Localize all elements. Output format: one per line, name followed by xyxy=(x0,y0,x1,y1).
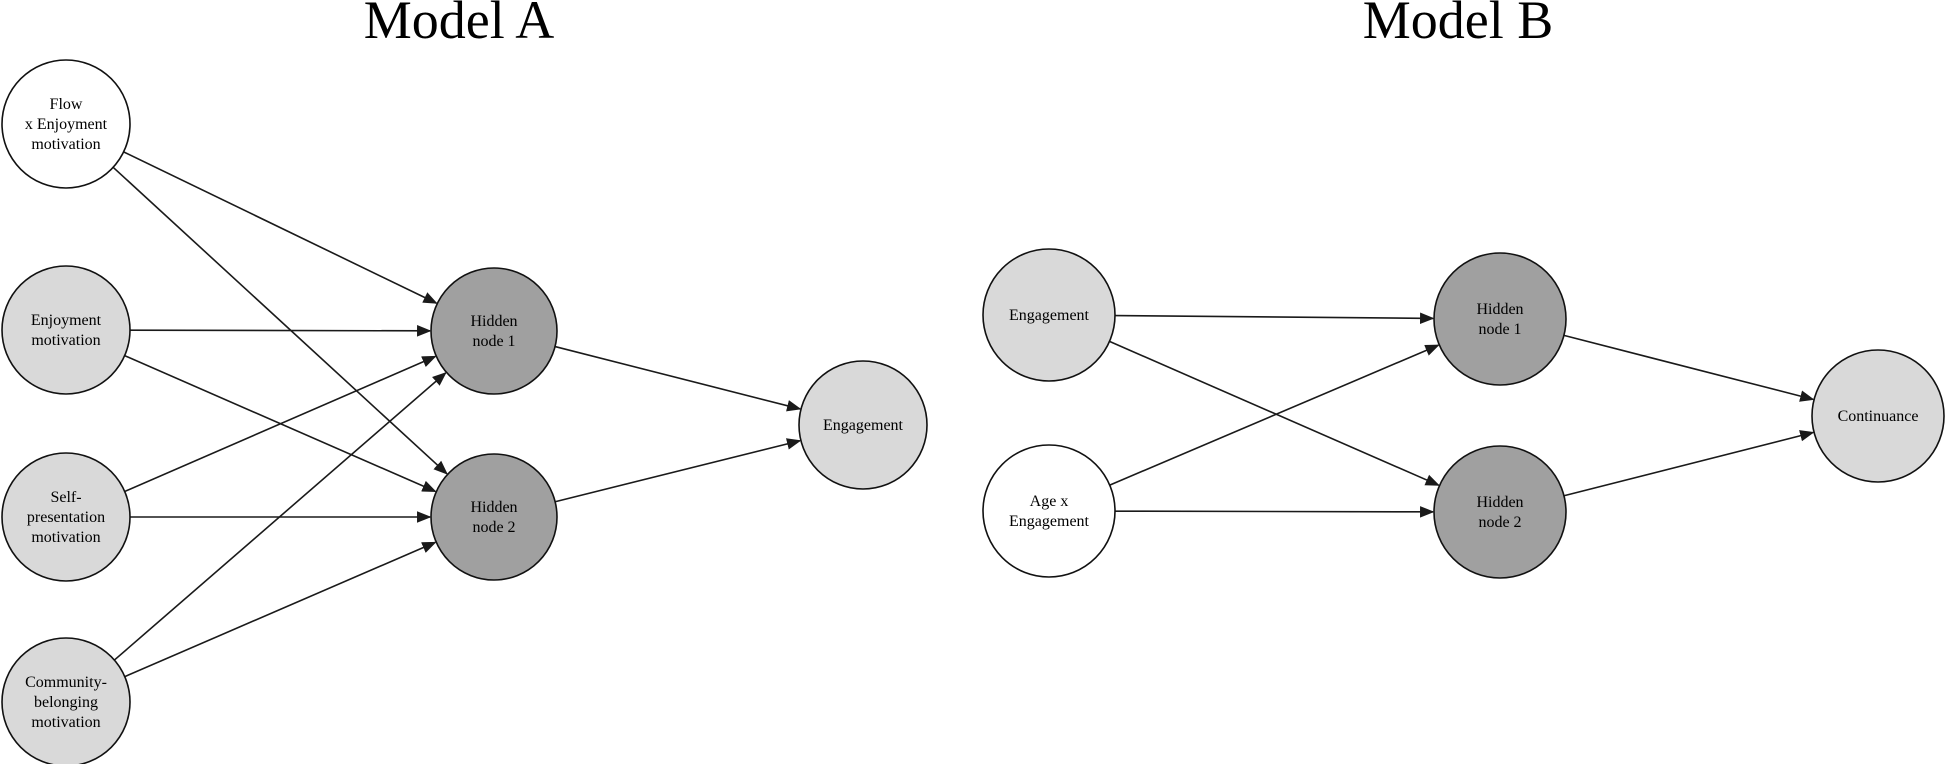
node-a-out: Engagement xyxy=(798,360,928,490)
node-circle xyxy=(982,248,1116,382)
node-label-line: x Enjoyment xyxy=(25,116,108,133)
node-circle xyxy=(982,444,1116,578)
node-a-comm: Community-belonging motivation xyxy=(1,637,131,764)
node-label-line: Engagement xyxy=(823,417,904,434)
node-label-line: Hidden xyxy=(470,313,517,330)
edge-b-eng-to-b-h2 xyxy=(1109,340,1440,486)
node-circle xyxy=(430,267,558,395)
model-a-title: Model A xyxy=(364,0,555,50)
edge-a-self-to-a-h1 xyxy=(124,355,437,493)
node-circle xyxy=(1,637,131,764)
edge-b-age-to-b-h2 xyxy=(1114,506,1435,518)
node-label-line: motivation xyxy=(31,136,100,153)
node-circle xyxy=(1,59,131,189)
node-label-line: belonging xyxy=(34,694,98,711)
node-circle xyxy=(1433,445,1567,579)
node-label-line: node 2 xyxy=(472,519,515,536)
node-circle xyxy=(798,360,928,490)
node-a-h2: Hidden node 2 xyxy=(430,453,558,581)
edge-a-flow-to-a-h1 xyxy=(123,151,438,304)
edge-b-eng-to-b-h1 xyxy=(1114,312,1435,325)
edge-b-age-to-b-h1 xyxy=(1109,344,1440,486)
edge-b-h1-to-b-out xyxy=(1563,334,1815,402)
node-label-line: node 1 xyxy=(1478,321,1521,338)
edge-a-comm-to-a-h1 xyxy=(113,371,447,661)
edges-layer xyxy=(112,151,1815,678)
edge-a-enj-to-a-h1 xyxy=(129,325,432,337)
edge-b-h2-to-b-out xyxy=(1563,430,1815,497)
node-a-flow: Flow x Enjoyment motivation xyxy=(1,59,131,189)
node-label-line: motivation xyxy=(31,529,100,546)
node-b-age: Age x Engagement xyxy=(982,444,1116,578)
node-label-line: motivation xyxy=(31,714,100,731)
node-b-eng: Engagement xyxy=(982,248,1116,382)
node-circle xyxy=(1,452,131,582)
node-label-line: Age x xyxy=(1030,493,1069,510)
edge-a-h1-to-a-out xyxy=(554,345,802,412)
node-label-line: Engagement xyxy=(1009,513,1090,530)
node-label-line: node 1 xyxy=(472,333,515,350)
edge-a-flow-to-a-h2 xyxy=(112,166,448,475)
model-b-title: Model B xyxy=(1363,0,1554,50)
node-a-enj: Enjoyment motivation xyxy=(1,265,131,395)
node-circle xyxy=(430,453,558,581)
node-b-out: Continuance xyxy=(1811,349,1945,483)
node-label-line: Flow xyxy=(50,96,83,113)
node-label-line: node 2 xyxy=(1478,514,1521,531)
node-circle xyxy=(1,265,131,395)
node-a-self: Self-presentation motivation xyxy=(1,452,131,582)
node-label-line: Hidden xyxy=(1476,301,1523,318)
node-label-line: Hidden xyxy=(470,499,517,516)
node-a-h1: Hidden node 1 xyxy=(430,267,558,395)
node-b-h1: Hidden node 1 xyxy=(1433,252,1567,386)
node-circle xyxy=(1811,349,1945,483)
node-label-line: motivation xyxy=(31,332,100,349)
node-circle xyxy=(1433,252,1567,386)
node-label-line: presentation xyxy=(27,509,105,526)
node-label-line: Enjoyment xyxy=(31,312,102,329)
node-label-line: Hidden xyxy=(1476,494,1523,511)
edge-a-h2-to-a-out xyxy=(554,438,802,503)
edge-a-comm-to-a-h2 xyxy=(124,541,437,678)
node-label-line: Continuance xyxy=(1838,408,1919,425)
node-label-line: Community- xyxy=(25,674,107,691)
node-b-h2: Hidden node 2 xyxy=(1433,445,1567,579)
node-label-line: Self- xyxy=(50,489,81,506)
node-label-line: Engagement xyxy=(1009,307,1090,324)
